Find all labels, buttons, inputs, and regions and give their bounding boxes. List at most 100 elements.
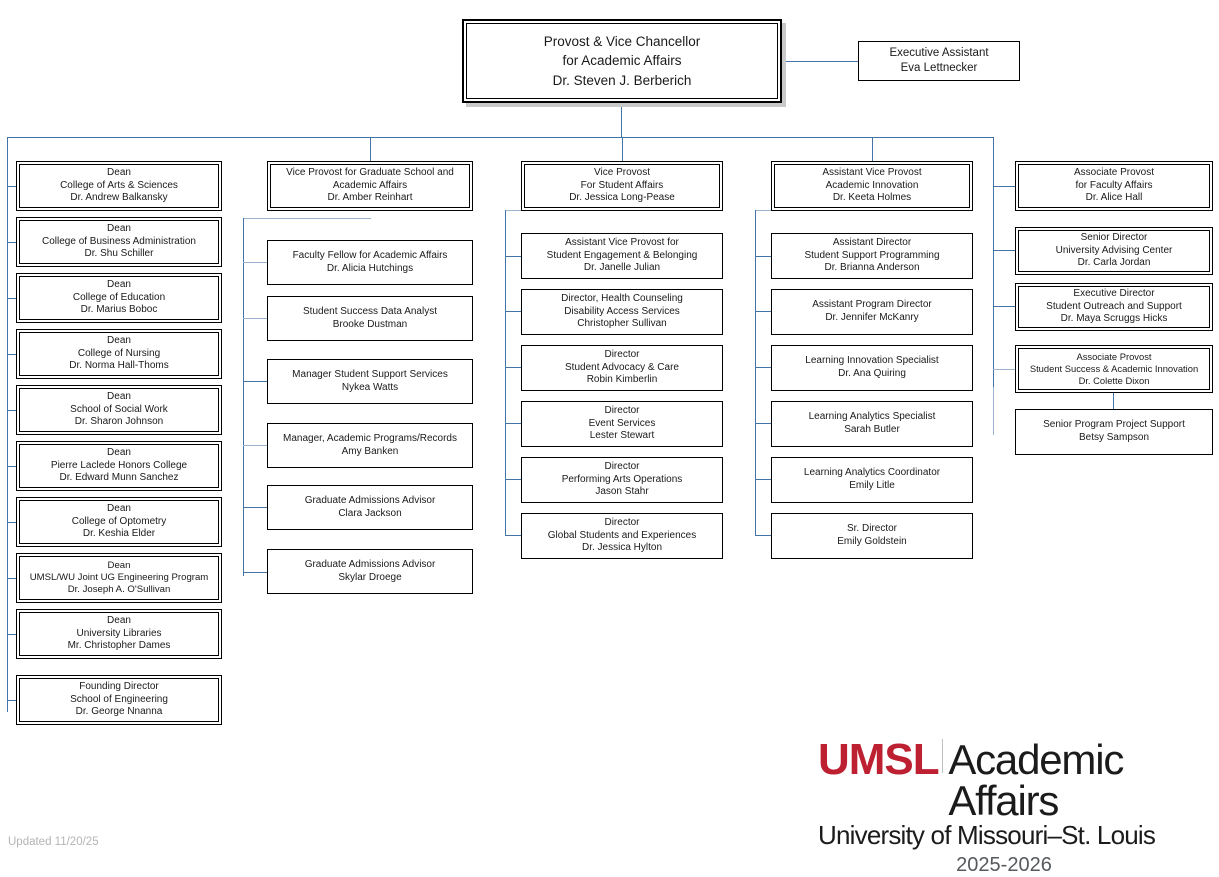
node-assistant-program-director[interactable]: Assistant Program Director Dr. Jennifer … xyxy=(771,289,973,335)
node-avp-student-engagement-belonging[interactable]: Assistant Vice Provost for Student Engag… xyxy=(521,233,723,279)
node-sr-director[interactable]: Sr. Director Emily Goldstein xyxy=(771,513,973,559)
node-line-1: Director xyxy=(604,460,640,472)
node-line-1: Learning Innovation Specialist xyxy=(805,355,939,367)
node-assistant-director-student-support-programming[interactable]: Assistant Director Student Support Progr… xyxy=(771,233,973,279)
node-line-2: Student Support Programming xyxy=(804,249,940,261)
node-line-3: Lester Stewart xyxy=(589,430,655,442)
node-avp-academic-innovation[interactable]: Assistant Vice Provost Academic Innovati… xyxy=(771,161,973,211)
connector-col5-branch xyxy=(993,186,1015,187)
node-director-student-advocacy-care[interactable]: Director Student Advocacy & Care Robin K… xyxy=(521,345,723,391)
node-line-3: Dr. Shu Schiller xyxy=(84,248,154,260)
connector-col2-branch xyxy=(243,262,267,263)
node-executive-director-student-outreach-support[interactable]: Executive Director Student Outreach and … xyxy=(1015,283,1213,331)
node-line-1: Director xyxy=(604,348,640,360)
node-line-3: Dr. Joseph A. O'Sullivan xyxy=(67,584,171,596)
node-learning-analytics-specialist[interactable]: Learning Analytics Specialist Sarah Butl… xyxy=(771,401,973,447)
node-faculty-fellow-academic-affairs[interactable]: Faculty Fellow for Academic Affairs Dr. … xyxy=(267,240,473,285)
node-director-health-counseling[interactable]: Director, Health Counseling Disability A… xyxy=(521,289,723,335)
node-graduate-admissions-advisor-droege[interactable]: Graduate Admissions Advisor Skylar Droeg… xyxy=(267,549,473,594)
node-executive-assistant[interactable]: Executive Assistant Eva Lettnecker xyxy=(858,41,1020,81)
connector-col1-branch xyxy=(7,242,16,243)
node-line-2: For Student Affairs xyxy=(580,179,664,191)
node-line-1: Assistant Director xyxy=(832,236,912,248)
node-line-2: for Academic Affairs xyxy=(562,53,682,69)
node-line-2: Skylar Droege xyxy=(338,571,402,583)
node-line-2: College of Business Administration xyxy=(42,235,196,247)
node-line-3: Christopher Sullivan xyxy=(577,318,667,330)
connector-col3-branch xyxy=(505,256,523,257)
node-line-3: Dr. Brianna Anderson xyxy=(824,262,920,274)
node-line-1: Learning Analytics Specialist xyxy=(808,411,936,423)
node-line-2: University Advising Center xyxy=(1055,244,1173,256)
connector-col5-spine xyxy=(993,137,994,387)
node-line-1: Assistant Vice Provost for xyxy=(565,236,679,248)
node-line-1: Dean xyxy=(107,559,131,571)
node-student-success-data-analyst[interactable]: Student Success Data Analyst Brooke Dust… xyxy=(267,296,473,341)
node-dean-arts-sciences[interactable]: Dean College of Arts & Sciences Dr. Andr… xyxy=(16,161,222,211)
node-manager-academic-programs-records[interactable]: Manager, Academic Programs/Records Amy B… xyxy=(267,423,473,468)
node-director-global-students-experiences[interactable]: Director Global Students and Experiences… xyxy=(521,513,723,559)
node-dean-optometry[interactable]: Dean College of Optometry Dr. Keshia Eld… xyxy=(16,497,222,547)
connector-col1-spine xyxy=(7,137,8,712)
node-line-1: Executive Director xyxy=(1073,287,1155,299)
node-line-1: Dean xyxy=(107,222,131,234)
node-learning-innovation-specialist[interactable]: Learning Innovation Specialist Dr. Ana Q… xyxy=(771,345,973,391)
node-line-1: Dean xyxy=(107,502,131,514)
node-founding-director-school-of-engineering[interactable]: Founding Director School of Engineering … xyxy=(16,675,222,725)
node-dean-social-work[interactable]: Dean School of Social Work Dr. Sharon Jo… xyxy=(16,385,222,435)
node-line-2: Sarah Butler xyxy=(844,424,900,435)
node-associate-provost-faculty-affairs[interactable]: Associate Provost for Faculty Affairs Dr… xyxy=(1015,161,1213,211)
node-line-3: Dr. Maya Scruggs Hicks xyxy=(1060,313,1168,325)
node-line-2: Nykea Watts xyxy=(341,381,399,393)
node-director-performing-arts-operations[interactable]: Director Performing Arts Operations Jaso… xyxy=(521,457,723,503)
connector-col3-drop xyxy=(622,137,623,161)
node-line-2: Event Services xyxy=(588,417,656,429)
node-dean-business-administration[interactable]: Dean College of Business Administration … xyxy=(16,217,222,267)
node-line-1: Director xyxy=(604,516,640,528)
node-senior-program-project-support[interactable]: Senior Program Project Support Betsy Sam… xyxy=(1015,409,1213,455)
node-line-1: Dean xyxy=(107,614,131,626)
connector-root-to-exec xyxy=(782,61,858,62)
node-line-2: Global Students and Experiences xyxy=(547,529,697,541)
node-line-3: Dr. Sharon Johnson xyxy=(74,416,164,428)
connector-main-bus xyxy=(7,137,994,138)
node-line-2: Academic Innovation xyxy=(825,179,919,191)
node-dean-nursing[interactable]: Dean College of Nursing Dr. Norma Hall-T… xyxy=(16,329,222,379)
node-line-2: Emily Goldstein xyxy=(837,536,907,547)
node-vice-provost-student-affairs[interactable]: Vice Provost For Student Affairs Dr. Jes… xyxy=(521,161,723,211)
node-line-2: for Faculty Affairs xyxy=(1075,179,1153,191)
connector-col2-branch xyxy=(243,507,267,508)
node-dean-honors-college[interactable]: Dean Pierre Laclede Honors College Dr. E… xyxy=(16,441,222,491)
connector-col5-branch xyxy=(993,306,1015,307)
connector-col1-branch xyxy=(7,578,16,579)
node-senior-director-university-advising-center[interactable]: Senior Director University Advising Cent… xyxy=(1015,227,1213,275)
node-line-2: School of Social Work xyxy=(70,403,168,415)
node-dean-engineering-program[interactable]: Dean UMSL/WU Joint UG Engineering Progra… xyxy=(16,553,222,603)
node-line-1: Assistant Program Director xyxy=(812,299,932,311)
connector-col5-spine-tail xyxy=(993,387,994,435)
node-line-2: School of Engineering xyxy=(70,693,168,705)
node-dean-education[interactable]: Dean College of Education Dr. Marius Bob… xyxy=(16,273,222,323)
node-graduate-admissions-advisor-jackson[interactable]: Graduate Admissions Advisor Clara Jackso… xyxy=(267,485,473,530)
node-line-3: Dr. Keeta Holmes xyxy=(832,192,912,204)
connector-col4-branch xyxy=(755,423,773,424)
node-line-2: Betsy Sampson xyxy=(1078,432,1150,443)
node-vice-provost-graduate-school[interactable]: Vice Provost for Graduate School and Aca… xyxy=(267,161,473,211)
node-line-2: Eva Lettnecker xyxy=(900,62,978,74)
node-line-2: Student Engagement & Belonging xyxy=(546,249,698,261)
node-line-2: Disability Access Services xyxy=(564,305,680,317)
node-line-3: Dr. Edward Munn Sanchez xyxy=(59,472,179,484)
node-associate-provost-student-success-academic-innovation[interactable]: Associate Provost Student Success & Acad… xyxy=(1015,345,1213,393)
node-manager-student-support-services[interactable]: Manager Student Support Services Nykea W… xyxy=(267,359,473,404)
connector-col1-branch xyxy=(7,298,16,299)
node-learning-analytics-coordinator[interactable]: Learning Analytics Coordinator Emily Lit… xyxy=(771,457,973,503)
node-line-3: Dr. Steven J. Berberich xyxy=(552,72,692,88)
node-dean-university-libraries[interactable]: Dean University Libraries Mr. Christophe… xyxy=(16,609,222,659)
connector-root-down xyxy=(621,103,622,137)
connector-col2-branch xyxy=(243,318,267,319)
connector-col4-branch xyxy=(755,256,773,257)
node-director-event-services[interactable]: Director Event Services Lester Stewart xyxy=(521,401,723,447)
node-line-1: Director, Health Counseling xyxy=(561,292,683,304)
node-provost-vice-chancellor[interactable]: Provost & Vice Chancellor for Academic A… xyxy=(462,19,782,103)
node-line-3: Dr. Keshia Elder xyxy=(82,528,156,540)
